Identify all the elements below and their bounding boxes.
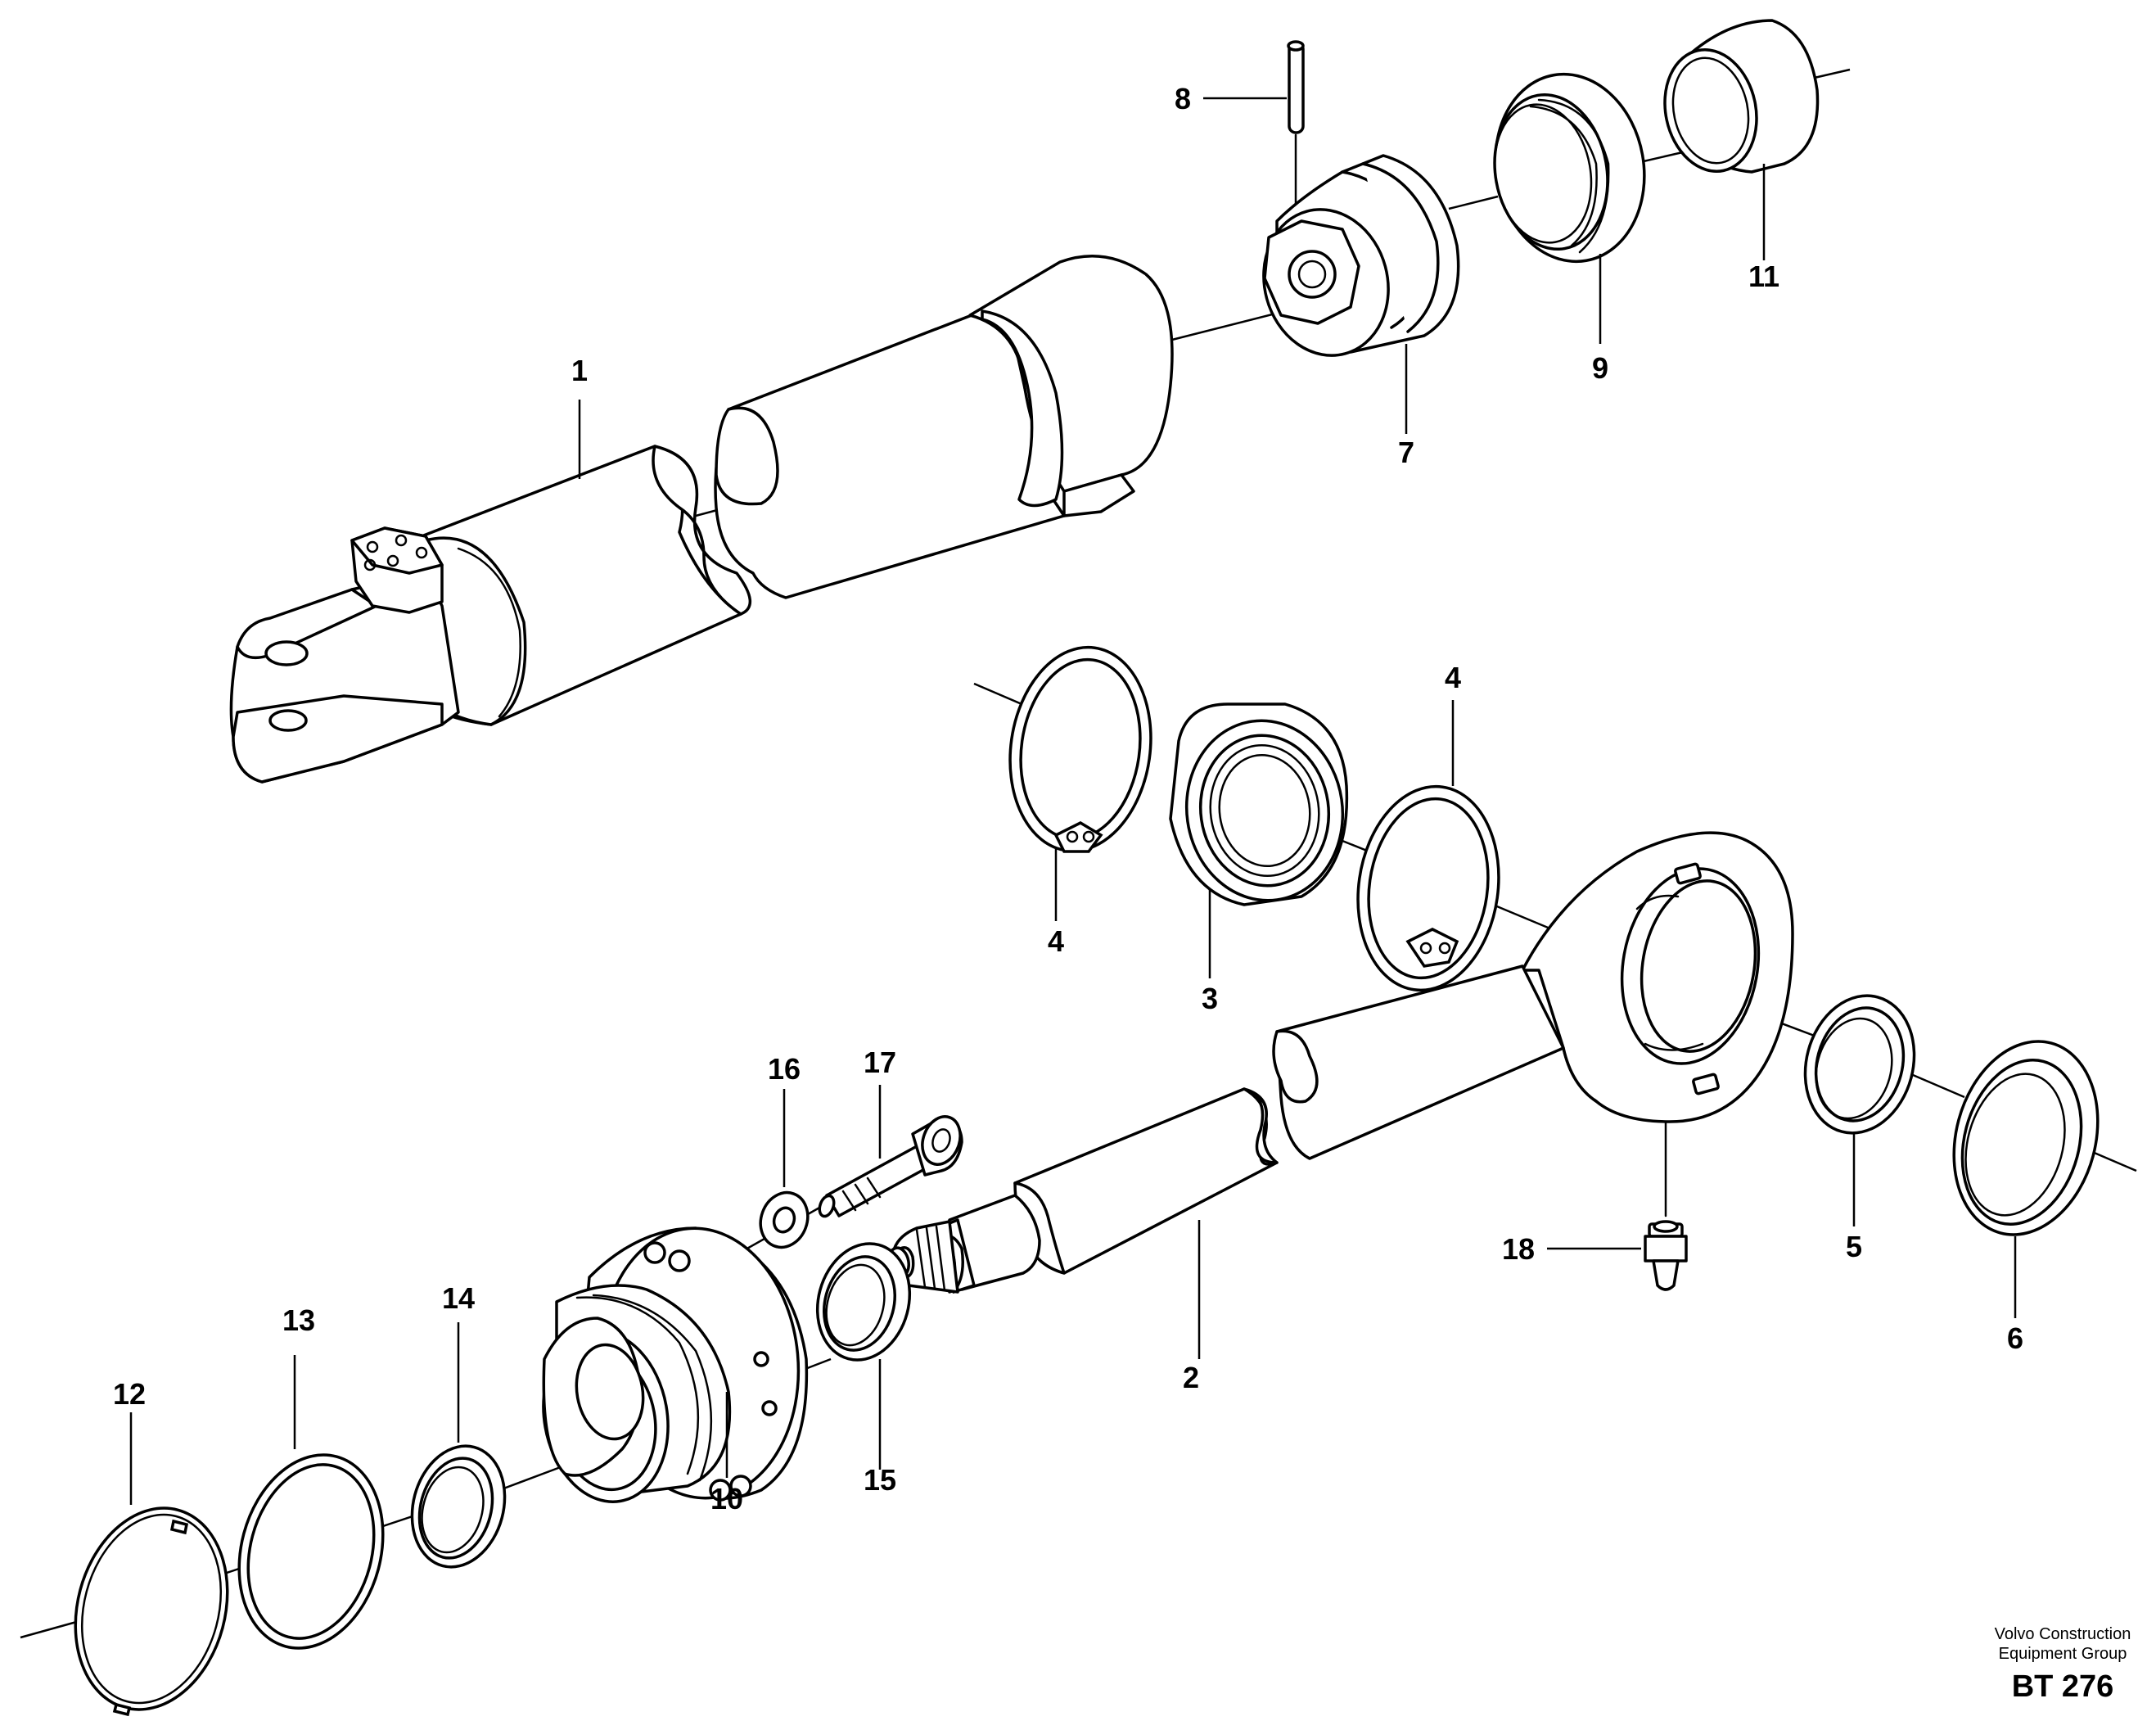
part-5-wiper-seal: [1803, 994, 1916, 1135]
part-10-cylinder-head: [542, 1226, 809, 1503]
callout-8: 8: [1175, 82, 1191, 115]
part-2-piston-rod: [887, 831, 1794, 1294]
callout-10: 10: [710, 1482, 743, 1515]
part-3-bearing: [1169, 702, 1349, 906]
part-14-backup-ring: [410, 1444, 507, 1569]
callout-3: 3: [1202, 982, 1218, 1015]
part-15-seal: [815, 1242, 912, 1362]
part-18-grease-nipple: [1644, 1120, 1688, 1291]
callout-13: 13: [282, 1303, 315, 1337]
callout-labels: 1 2 3 4 4 5 6 7 8 9 10 11 12 13 14 15 16…: [113, 82, 2023, 1515]
callout-18: 18: [1502, 1232, 1535, 1266]
callout-4-right: 4: [1445, 661, 1461, 694]
callout-12: 12: [113, 1377, 146, 1411]
figure-code: BT 276: [2012, 1669, 2114, 1704]
credit-line-1: Volvo Construction: [1995, 1625, 2131, 1643]
part-7-piston: [1262, 154, 1460, 357]
part-4-retaining-ring-right: [1356, 784, 1500, 992]
part-8-pin: [1287, 40, 1305, 206]
callout-6: 6: [2007, 1321, 2023, 1355]
callout-7: 7: [1398, 436, 1414, 469]
part-11-bushing: [1663, 19, 1820, 174]
part-6-seal-ring: [1952, 1040, 2100, 1236]
credit-line-2: Equipment Group: [1999, 1645, 2127, 1663]
callout-4-left: 4: [1048, 924, 1064, 958]
part-4-retaining-ring-left: [1008, 645, 1152, 853]
publisher-credit: Volvo Construction Equipment Group BT 27…: [1995, 1625, 2131, 1704]
callout-2: 2: [1183, 1361, 1199, 1394]
callout-16: 16: [768, 1052, 801, 1086]
callout-15: 15: [864, 1463, 896, 1497]
leader-lines: [129, 97, 2017, 1505]
callout-14: 14: [442, 1281, 475, 1315]
part-17-bolt: [818, 1115, 963, 1218]
callout-17: 17: [864, 1046, 896, 1079]
callout-1: 1: [571, 354, 588, 387]
part-12-ring: [74, 1506, 229, 1717]
part-9-seal-ring: [1493, 72, 1646, 264]
callout-11: 11: [1748, 260, 1779, 293]
callout-9: 9: [1592, 351, 1608, 385]
part-1-cylinder-tube: [229, 254, 1174, 784]
part-13-o-ring: [237, 1453, 385, 1650]
part-16-washer: [759, 1190, 810, 1249]
callout-5: 5: [1846, 1230, 1862, 1263]
